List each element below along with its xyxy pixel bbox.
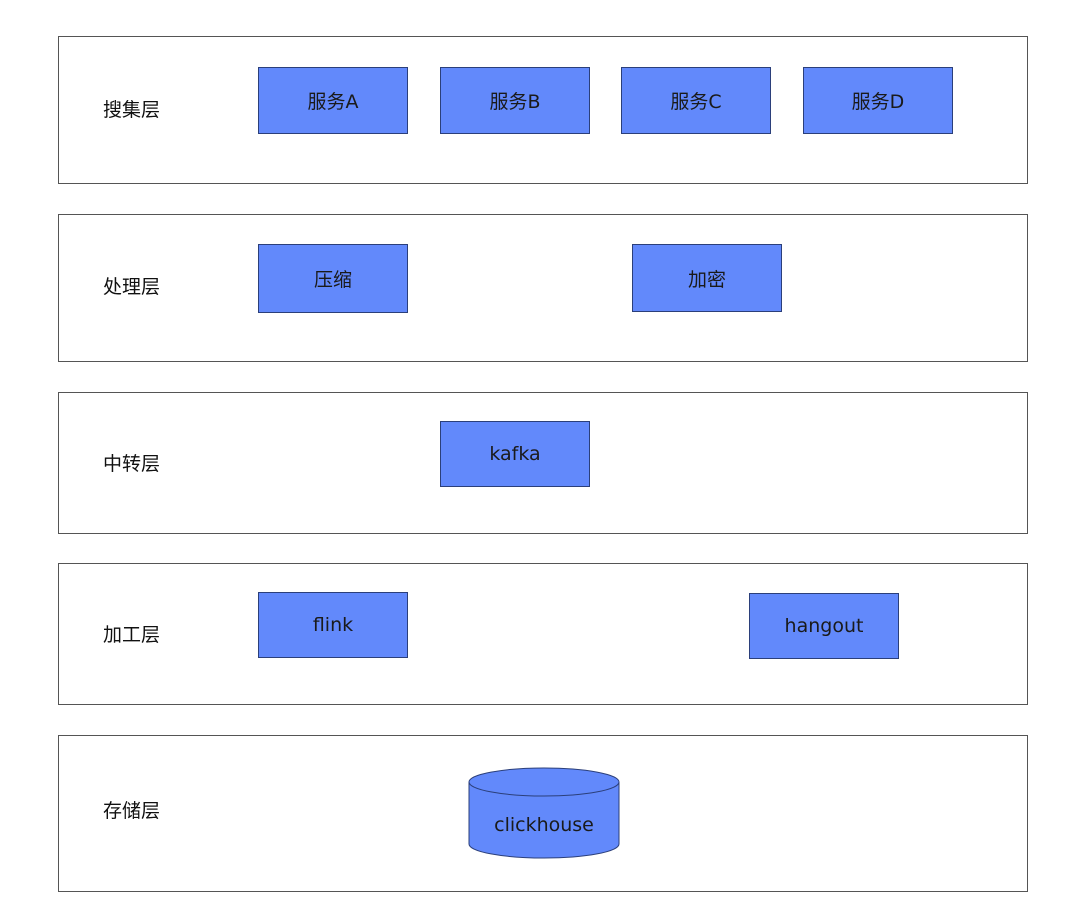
layer-collection: 搜集层 服务A 服务B 服务C 服务D	[58, 36, 1028, 184]
layer-label-storage: 存储层	[103, 800, 161, 822]
node-service-b[interactable]: 服务B	[440, 67, 590, 134]
node-service-d[interactable]: 服务D	[803, 67, 953, 134]
layer-relay: 中转层 kafka	[58, 392, 1028, 534]
layer-processing: 处理层 压缩 加密	[58, 214, 1028, 362]
layer-storage: 存储层 clickhouse	[58, 735, 1028, 892]
layer-label-processing: 处理层	[103, 276, 161, 298]
node-encrypt[interactable]: 加密	[632, 244, 782, 312]
layer-computation: 加工层 flink hangout	[58, 563, 1028, 705]
node-kafka[interactable]: kafka	[440, 421, 590, 487]
node-clickhouse[interactable]: clickhouse	[468, 767, 620, 859]
node-clickhouse-label: clickhouse	[494, 814, 594, 836]
node-service-a[interactable]: 服务A	[258, 67, 408, 134]
node-service-c[interactable]: 服务C	[621, 67, 771, 134]
database-cylinder-icon	[468, 767, 620, 859]
layer-label-collection: 搜集层	[103, 99, 161, 121]
node-flink[interactable]: flink	[258, 592, 408, 658]
layer-label-relay: 中转层	[103, 453, 161, 475]
node-compress[interactable]: 压缩	[258, 244, 408, 313]
layer-label-computation: 加工层	[103, 624, 161, 646]
node-hangout[interactable]: hangout	[749, 593, 899, 659]
